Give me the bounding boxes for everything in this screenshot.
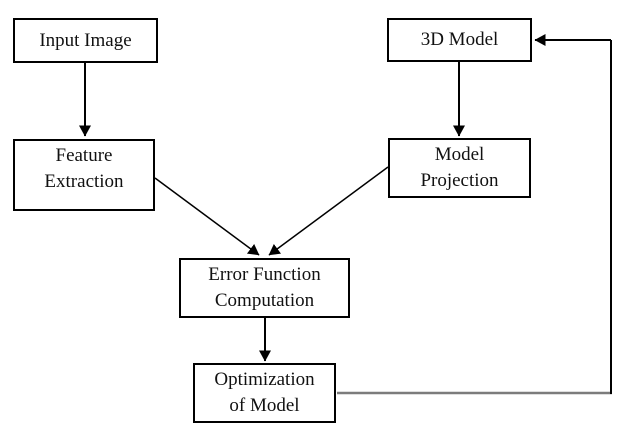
node-model-projection-label: Model Projection [420, 144, 499, 191]
node-optimization-of-model: Optimization of Model [193, 363, 336, 423]
node-error-function-computation-label: Error Function Computation [208, 264, 321, 311]
arrow-feature-to-error [154, 177, 260, 256]
node-input-image: Input Image [13, 18, 158, 63]
node-input-image-label: Input Image [39, 29, 132, 51]
node-optimization-of-model-label: Optimization of Model [214, 369, 315, 416]
node-model-projection: Model Projection [388, 138, 531, 198]
node-feature-extraction-label: Feature Extraction [44, 145, 124, 192]
node-3d-model: 3D Model [387, 18, 532, 62]
node-3d-model-label: 3D Model [420, 29, 499, 50]
node-error-function-computation: Error Function Computation [179, 258, 350, 318]
arrow-projection-to-error [268, 166, 389, 256]
node-feature-extraction: Feature Extraction [13, 139, 155, 211]
